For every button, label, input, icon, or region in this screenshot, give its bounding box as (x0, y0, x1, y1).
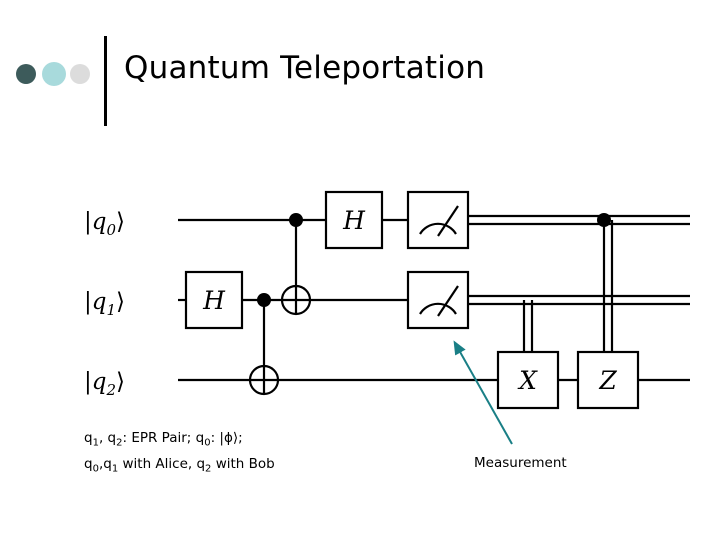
caption-epr-pair: q1, q2: EPR Pair; q0: |ϕ⟩; q0,q1 with Al… (84, 428, 275, 479)
slide-title-bar: Quantum Teleportation (0, 0, 720, 140)
title-vertical-rule (104, 36, 107, 126)
gate-label-hadamard-q1: H (202, 286, 226, 315)
gate-box-hadamard-q1 (184, 270, 244, 330)
gate-box-hadamard-q0 (324, 190, 384, 250)
caption-measurement: Measurement (474, 455, 567, 471)
caption-l1-d: : |ϕ⟩; (210, 430, 243, 446)
decor-dot-dark-icon (16, 64, 36, 84)
caption-l1-sub3: 0 (204, 437, 211, 449)
caption-l2-d: with Bob (211, 455, 275, 472)
measure-q0-needle (437, 205, 459, 237)
measure-q1-needle (437, 285, 459, 317)
wire-label-q1: |q1⟩ (84, 289, 125, 319)
caption-l1-c: : EPR Pair; q (122, 430, 205, 446)
decor-dot-teal-icon (42, 62, 66, 86)
gate-box-measure-q1 (406, 270, 470, 330)
quantum-circuit-diagram: |q0⟩ |q1⟩ |q2⟩ H H X Z (0, 150, 720, 420)
classical-control-dot-q0 (597, 213, 611, 227)
caption-line-1: q1, q2: EPR Pair; q0: |ϕ⟩; (84, 428, 275, 454)
cnot-q0-q1-control-dot (289, 213, 303, 227)
wire-label-q0: |q0⟩ (84, 209, 125, 239)
page-title: Quantum Teleportation (124, 50, 486, 86)
caption-l1-b: , q (98, 430, 117, 446)
measure-q0-arc (419, 222, 457, 235)
measure-q1-arc (419, 302, 457, 315)
wire-label-q2: |q2⟩ (84, 369, 125, 399)
caption-line-2: q0,q1 with Alice, q2 with Bob (84, 454, 275, 480)
gate-label-hadamard-q0: H (342, 206, 366, 235)
caption-l2-c: with Alice, q (118, 455, 206, 472)
gate-box-measure-q0 (406, 190, 470, 250)
gate-label-pauli-z: Z (598, 366, 617, 395)
caption-l2-sub2: 1 (111, 463, 119, 475)
caption-l1-sub1: 1 (92, 437, 99, 449)
cnot-q1-q2-control-dot (257, 293, 271, 307)
caption-l2-sub3: 2 (205, 463, 212, 475)
caption-l2-a: q (84, 455, 93, 472)
decor-dot-grey-icon (70, 64, 90, 84)
gate-label-pauli-x: X (517, 366, 538, 395)
caption-l1-sub2: 2 (116, 437, 123, 449)
caption-l2-b: ,q (98, 455, 112, 472)
caption-l2-sub1: 0 (92, 463, 99, 475)
gate-box-pauli-z (576, 350, 640, 410)
caption-l1-a: q (84, 430, 93, 446)
